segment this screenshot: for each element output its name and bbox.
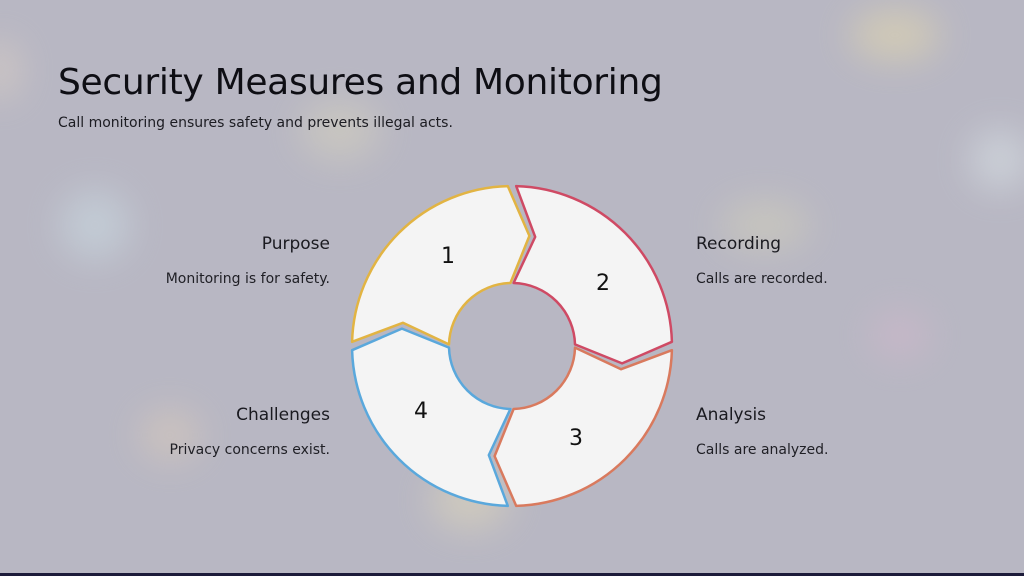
page-subtitle: Call monitoring ensures safety and preve… [58, 115, 453, 131]
bottom-bar [0, 573, 1024, 576]
step-3-description: Calls are analyzed. [696, 442, 829, 458]
step-number-4: 4 [414, 399, 428, 424]
step-4-description: Privacy concerns exist. [169, 442, 331, 458]
step-2-heading: Recording [696, 234, 782, 254]
step-number-2: 2 [596, 271, 610, 296]
step-number-3: 3 [569, 426, 583, 451]
step-3-heading: Analysis [696, 405, 767, 425]
cycle-segment-1 [350, 184, 531, 346]
step-1-heading: Purpose [261, 234, 330, 254]
cycle-segment-4 [350, 327, 512, 508]
step-4-heading: Challenges [236, 405, 330, 425]
step-number-1: 1 [441, 244, 455, 269]
step-2-description: Calls are recorded. [696, 271, 828, 287]
cycle-segment-2 [512, 184, 674, 365]
step-1-description: Monitoring is for safety. [165, 271, 330, 287]
page-title: Security Measures and Monitoring [58, 62, 663, 103]
cycle-segment-3 [493, 346, 674, 508]
